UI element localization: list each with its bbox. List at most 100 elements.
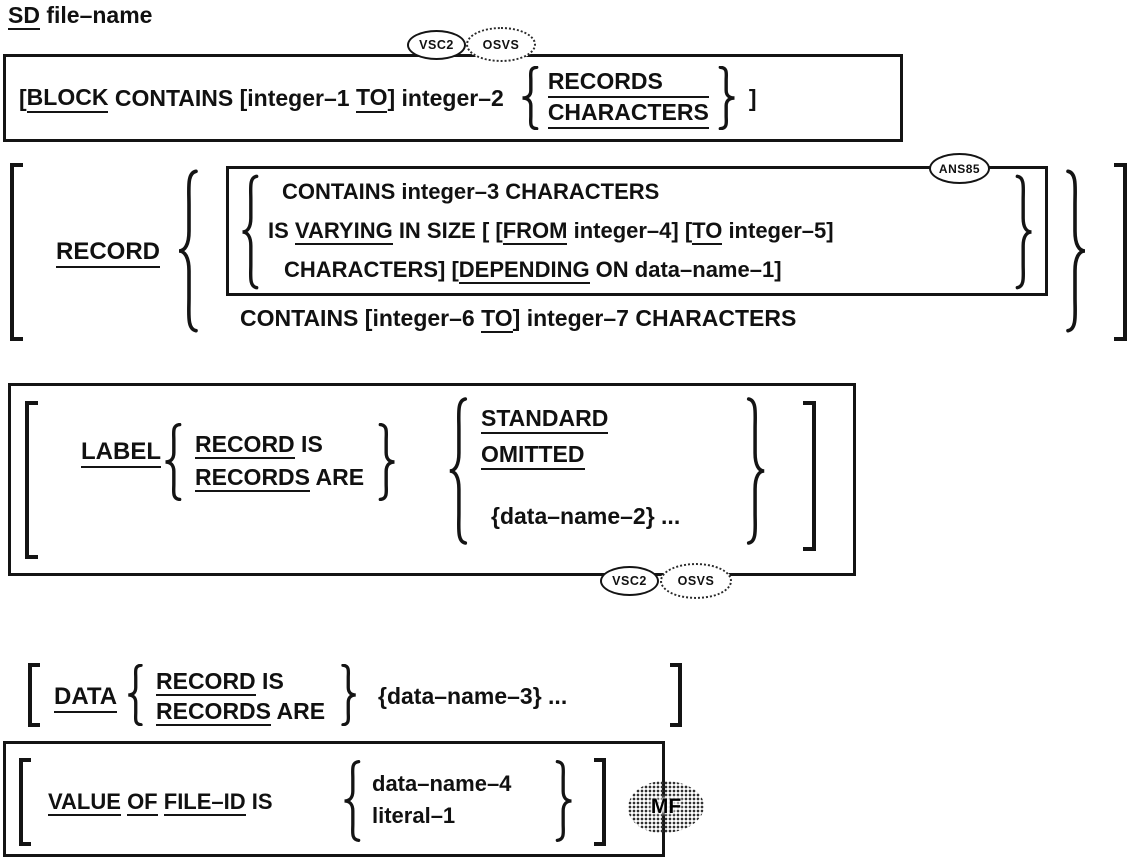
text-segment: ARE xyxy=(310,464,365,490)
badge-vsc2: VSC2 xyxy=(600,566,659,596)
keyword-to: TO xyxy=(481,305,513,333)
brace-close-icon xyxy=(1064,168,1088,334)
record-depending-line: CHARACTERS] [DEPENDING ON data–name–1] xyxy=(268,250,834,289)
text-segment: literal–1 xyxy=(372,803,456,828)
text-segment: IS xyxy=(255,668,284,694)
brace-close-icon xyxy=(377,423,397,501)
bracket-left-icon xyxy=(25,401,38,559)
text-segment: IS xyxy=(245,789,273,814)
badge-ans85-label: ANS85 xyxy=(938,161,981,176)
bracket-left-icon xyxy=(19,758,31,846)
records-are-option: RECORDS ARE xyxy=(156,696,325,726)
page-title: SD file–name xyxy=(8,2,153,30)
option-omitted: OMITTED xyxy=(481,441,585,470)
brace-open-icon xyxy=(447,396,469,546)
record-is-option: RECORD IS xyxy=(156,666,325,696)
brace-open-icon xyxy=(520,66,540,130)
bracket-right-icon xyxy=(670,663,682,727)
bracket-open: [ xyxy=(19,84,27,111)
bracket-right-icon xyxy=(803,401,816,551)
brace-open-icon xyxy=(176,168,200,334)
brace-open-icon xyxy=(126,664,144,726)
keyword-file-id: FILE–ID xyxy=(163,789,246,816)
bracket-left-icon xyxy=(10,163,23,341)
keyword-to: TO xyxy=(355,84,388,113)
brace-open-icon xyxy=(240,174,260,290)
brace-close-icon xyxy=(1014,174,1034,290)
keyword-depending: DEPENDING xyxy=(458,257,590,284)
text-segment: ] integer–2 xyxy=(387,84,504,111)
brace-close-icon xyxy=(340,664,358,726)
badge-mf: MF xyxy=(628,781,704,833)
value-operand-choice: data–name–4 literal–1 xyxy=(372,768,511,832)
keyword-sd: SD xyxy=(8,2,40,30)
keyword-record: RECORD xyxy=(156,668,256,696)
text-segment: data–name–4 xyxy=(372,771,512,796)
keyword-block: BLOCK xyxy=(26,84,109,113)
record-varying-lines: CONTAINS integer–3 CHARACTERS IS VARYING… xyxy=(268,172,834,289)
brace-close-icon xyxy=(717,66,737,130)
keyword-records: RECORDS xyxy=(195,464,311,492)
text-segment: ARE xyxy=(271,698,326,724)
record-varying-line: IS VARYING IN SIZE [ [FROM integer–4] [T… xyxy=(268,211,834,250)
value-of-file-id-box: VALUE OF FILE–ID IS data–name–4 literal–… xyxy=(3,741,665,857)
record-varying-box xyxy=(226,166,1048,296)
badge-vsc2: VSC2 xyxy=(407,30,466,60)
keyword-data: DATA xyxy=(54,683,118,713)
space xyxy=(158,789,164,814)
option-records: RECORDS xyxy=(547,67,709,98)
label-record-choice: RECORD IS RECORDS ARE xyxy=(195,428,364,494)
text-segment: ON data–name–1] xyxy=(589,257,782,282)
bracket-right-icon xyxy=(1114,163,1127,341)
keyword-of: OF xyxy=(127,789,158,816)
bracket-right-icon xyxy=(594,758,606,846)
option-standard: STANDARD xyxy=(481,405,609,434)
keyword-from: FROM xyxy=(502,218,568,245)
keyword-to: TO xyxy=(692,218,723,245)
brace-close-icon xyxy=(554,760,574,842)
record-is-option: RECORD IS xyxy=(195,428,364,461)
text-segment: integer–4] [ xyxy=(567,218,693,243)
operand-data-name-3: {data–name–3} ... xyxy=(378,683,568,709)
text-segment: CONTAINS integer–3 CHARACTERS xyxy=(282,179,660,204)
badge-vsc2-label: VSC2 xyxy=(419,38,454,52)
text-segment: CONTAINS [integer–6 xyxy=(240,305,482,331)
option-data-name-4: data–name–4 xyxy=(372,768,511,800)
value-of-file-id-keywords: VALUE OF FILE–ID IS xyxy=(48,789,273,816)
badge-osvs-label: OSVS xyxy=(677,574,715,588)
text-segment: ] integer–7 CHARACTERS xyxy=(512,305,797,331)
keyword-records: RECORDS xyxy=(156,698,272,726)
bracket-left-icon xyxy=(28,663,40,727)
brace-close-icon xyxy=(745,396,767,546)
option-characters: CHARACTERS xyxy=(547,98,709,130)
keyword-value: VALUE xyxy=(48,789,121,816)
text-segment: IN SIZE [ [ xyxy=(392,218,503,243)
text-segment: IS xyxy=(294,431,323,457)
keyword-record: RECORD xyxy=(195,431,295,459)
keyword-label: LABEL xyxy=(81,438,161,468)
text-segment: IS xyxy=(268,218,295,243)
bracket-close: ] xyxy=(748,84,757,111)
record-contains-line: CONTAINS integer–3 CHARACTERS xyxy=(268,172,834,211)
title-operand: file–name xyxy=(39,2,153,28)
text-segment: CONTAINS [integer–1 xyxy=(108,84,356,111)
text-segment: integer–5] xyxy=(722,218,834,243)
block-contains-clause: [BLOCK CONTAINS [integer–1 TO] integer–2… xyxy=(6,57,900,139)
badge-mf-label: MF xyxy=(650,795,682,818)
option-data-name-2: {data–name–2} ... xyxy=(491,503,681,529)
brace-open-icon xyxy=(163,423,183,501)
option-literal-1: literal–1 xyxy=(372,800,511,832)
badge-vsc2-label: VSC2 xyxy=(612,574,647,588)
brace-open-icon xyxy=(342,760,362,842)
text-segment: CHARACTERS] [ xyxy=(284,257,459,282)
badge-osvs: OSVS xyxy=(660,563,732,599)
badge-ans85: ANS85 xyxy=(929,153,990,184)
badge-osvs: OSVS xyxy=(466,27,536,62)
block-contains-box: [BLOCK CONTAINS [integer–1 TO] integer–2… xyxy=(3,54,903,142)
keyword-record: RECORD xyxy=(56,238,161,268)
data-record-choice: RECORD IS RECORDS ARE xyxy=(156,666,325,726)
label-box: LABEL RECORD IS RECORDS ARE STANDARD OMI… xyxy=(8,383,856,576)
badge-osvs-label: OSVS xyxy=(482,37,520,52)
